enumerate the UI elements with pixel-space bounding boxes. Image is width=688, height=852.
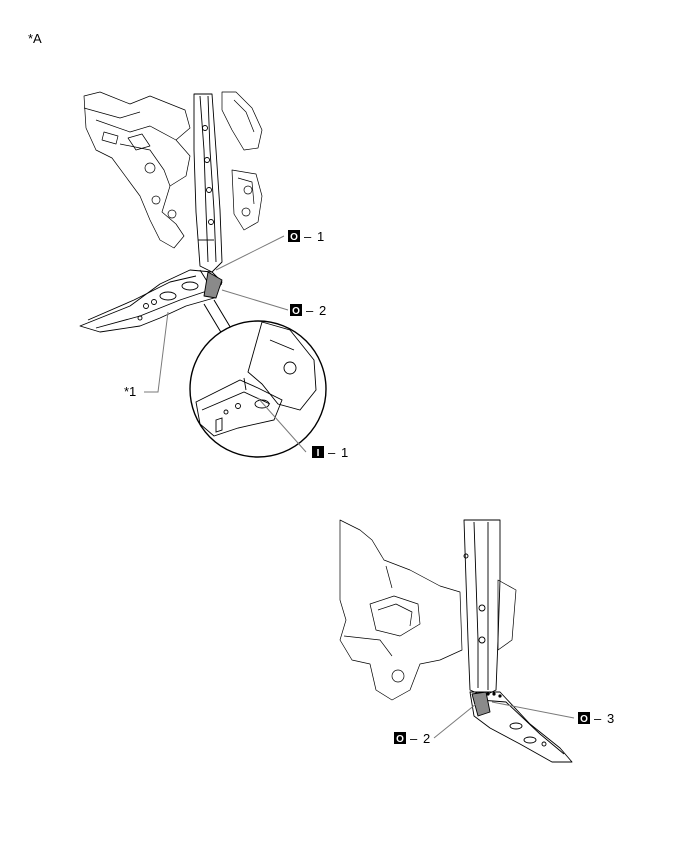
bottom-pillar [463,519,501,697]
leader-3 [257,397,307,453]
callout-i-1: I – 1 [312,445,348,460]
callout-o-1: O – 1 [288,229,324,244]
leader-lines [144,235,575,739]
svg-text:1: 1 [317,229,324,244]
svg-text:3: 3 [607,711,614,726]
svg-text:2: 2 [319,303,326,318]
bottom-side-member [469,691,573,763]
bottom-weld-dots [486,692,502,698]
svg-text:O: O [580,714,588,725]
leader-part-1 [144,311,169,393]
weld-symbol-icon [288,230,300,242]
top-pillar [193,93,223,273]
bottom-weld-zone [471,691,491,717]
part-label: *1 [124,384,136,399]
svg-text:I: I [317,448,320,459]
svg-text:–: – [304,229,312,244]
callout-o-2-bottom: O – 2 [394,731,430,746]
svg-text:1: 1 [341,445,348,460]
bottom-view [339,519,573,763]
top-right-bracket [221,91,263,231]
magnifier-pointer [203,299,233,335]
top-side-member [79,269,223,333]
weld-symbol-icon [394,732,406,744]
leader-2 [221,289,289,311]
weld-symbol-icon [290,304,302,316]
leader-5 [491,701,575,719]
detail-circle [189,320,327,458]
svg-text:O: O [292,306,300,317]
callout-o-2: O – 2 [290,303,326,318]
svg-text:2: 2 [423,731,430,746]
leader-4 [433,703,477,739]
bottom-background-structure [339,519,517,701]
svg-text:–: – [594,711,602,726]
top-weld-zone [203,271,223,299]
view-label: *A [28,31,42,46]
svg-text:–: – [306,303,314,318]
detail-structure [195,321,317,437]
weld-symbol-icon [312,446,324,458]
weld-symbol-icon [578,712,590,724]
svg-text:O: O [290,232,298,243]
leader-1 [215,235,285,271]
svg-text:O: O [396,734,404,745]
detail-magnifier [189,320,327,458]
top-view [79,91,263,335]
svg-text:–: – [410,731,418,746]
top-background-structure [83,91,191,249]
callout-o-3: O – 3 [578,711,614,726]
svg-text:–: – [328,445,336,460]
